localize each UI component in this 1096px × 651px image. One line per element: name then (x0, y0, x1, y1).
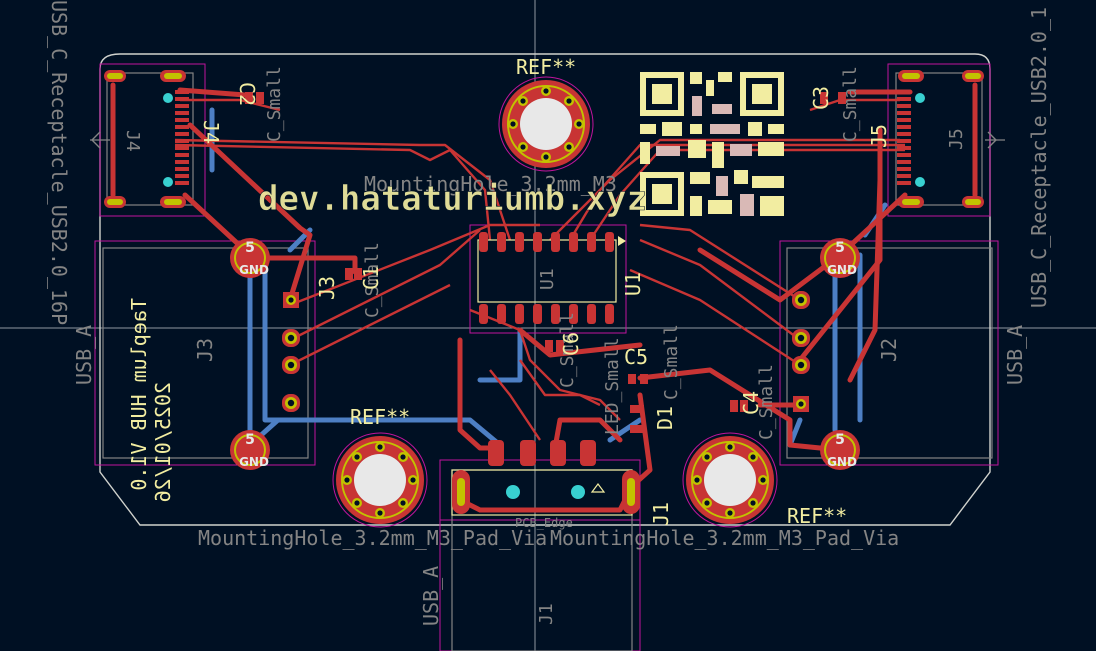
pad-labels: 5 GND 5 GND 5 GND 5 GND (239, 240, 857, 469)
j4-ref: J4 (199, 120, 223, 144)
mh-left-value: MountingHole_3.2mm_M3_Pad_Via (198, 526, 547, 550)
svg-text:GND: GND (239, 263, 269, 277)
j3-value-text: USB_A (72, 325, 96, 385)
j2-value-text: USB_A (1003, 325, 1027, 385)
board-url-text: dev.hataturiumb.xyz (258, 179, 647, 219)
svg-text:5: 5 (245, 240, 255, 256)
board-date-mirror: 2025/01/26 (151, 382, 175, 502)
j4-fab-ref: J4 (122, 130, 143, 152)
j5-ref: J5 (867, 124, 891, 148)
fab-texts: USB_C_Receptacle_USB2.0_16P USB_C_Recept… (47, 0, 1051, 626)
d1-ref: D1 (653, 406, 677, 430)
svg-text:5: 5 (835, 432, 845, 448)
board-version-mirror: Taeplum HUB V1.0 (127, 298, 151, 491)
j4-value-text: USB_C_Receptacle_USB2.0_16P (47, 0, 71, 325)
board-outline (99, 53, 991, 526)
hole-top-number: 1 (531, 100, 562, 151)
c3-value: C_Small (840, 66, 861, 142)
j3-pins[interactable] (282, 292, 300, 412)
mh-top-value: MountingHole_3.2mm_M3 (364, 172, 617, 196)
small-smd[interactable] (245, 92, 846, 433)
pcb-edge-text: PCB_Edge (515, 516, 573, 530)
mh-left-ref: REF** (350, 405, 410, 429)
c4-ref: C4 (739, 391, 763, 415)
j5-fab-ref: J5 (946, 128, 967, 150)
d1-value: LED_Small (602, 337, 623, 435)
qr-code (640, 72, 784, 216)
j2-pins[interactable] (792, 291, 810, 412)
c3-ref: C3 (809, 86, 833, 110)
c2-value: C_Small (264, 66, 285, 142)
front-copper (110, 82, 978, 513)
j1-footprint[interactable] (451, 440, 640, 516)
c1-ref: C1 (359, 266, 383, 290)
j4-footprint[interactable] (104, 70, 189, 208)
usb-c-arrows (91, 131, 997, 149)
c1-value: C_Small (362, 242, 383, 318)
c5-value: C_Small (661, 324, 682, 400)
svg-text:GND: GND (827, 263, 857, 277)
svg-text:5: 5 (835, 240, 845, 256)
j5-value-text: USB_C_Receptacle_USB2.0_1 (1027, 7, 1051, 308)
c2-ref: C2 (235, 82, 259, 106)
j5-footprint[interactable] (897, 70, 984, 208)
mh-right-ref: REF** (787, 504, 847, 528)
u1-ref: U1 (621, 272, 645, 296)
u1-footprint[interactable] (477, 232, 626, 324)
silk-texts: REF** REF** REF** dev.hataturiumb.xyz Ta… (127, 55, 891, 528)
hole-left-number: 1 (365, 456, 396, 507)
c5-ref: C5 (624, 345, 648, 369)
u1-fab-ref: U1 (537, 268, 558, 290)
hole-right-number: 1 (715, 456, 746, 507)
c6-ref: C6 (559, 332, 583, 356)
mh-right-value: MountingHole_3.2mm_M3_Pad_Via (550, 526, 899, 550)
j3-fab-ref: J3 (193, 338, 217, 362)
j1-ref: J1 (649, 502, 673, 526)
j3-ref: J3 (315, 276, 339, 300)
svg-text:5: 5 (245, 432, 255, 448)
mh-top-ref: REF** (516, 55, 576, 79)
j1-value-text: USB_A (419, 566, 443, 626)
j1-fab-ref: J1 (536, 603, 557, 625)
j2-fab-ref: J2 (877, 338, 901, 362)
svg-text:GND: GND (827, 455, 857, 469)
c4-value: C_Small (756, 364, 777, 440)
svg-text:GND: GND (239, 455, 269, 469)
c6-value: C_Small (557, 312, 578, 388)
